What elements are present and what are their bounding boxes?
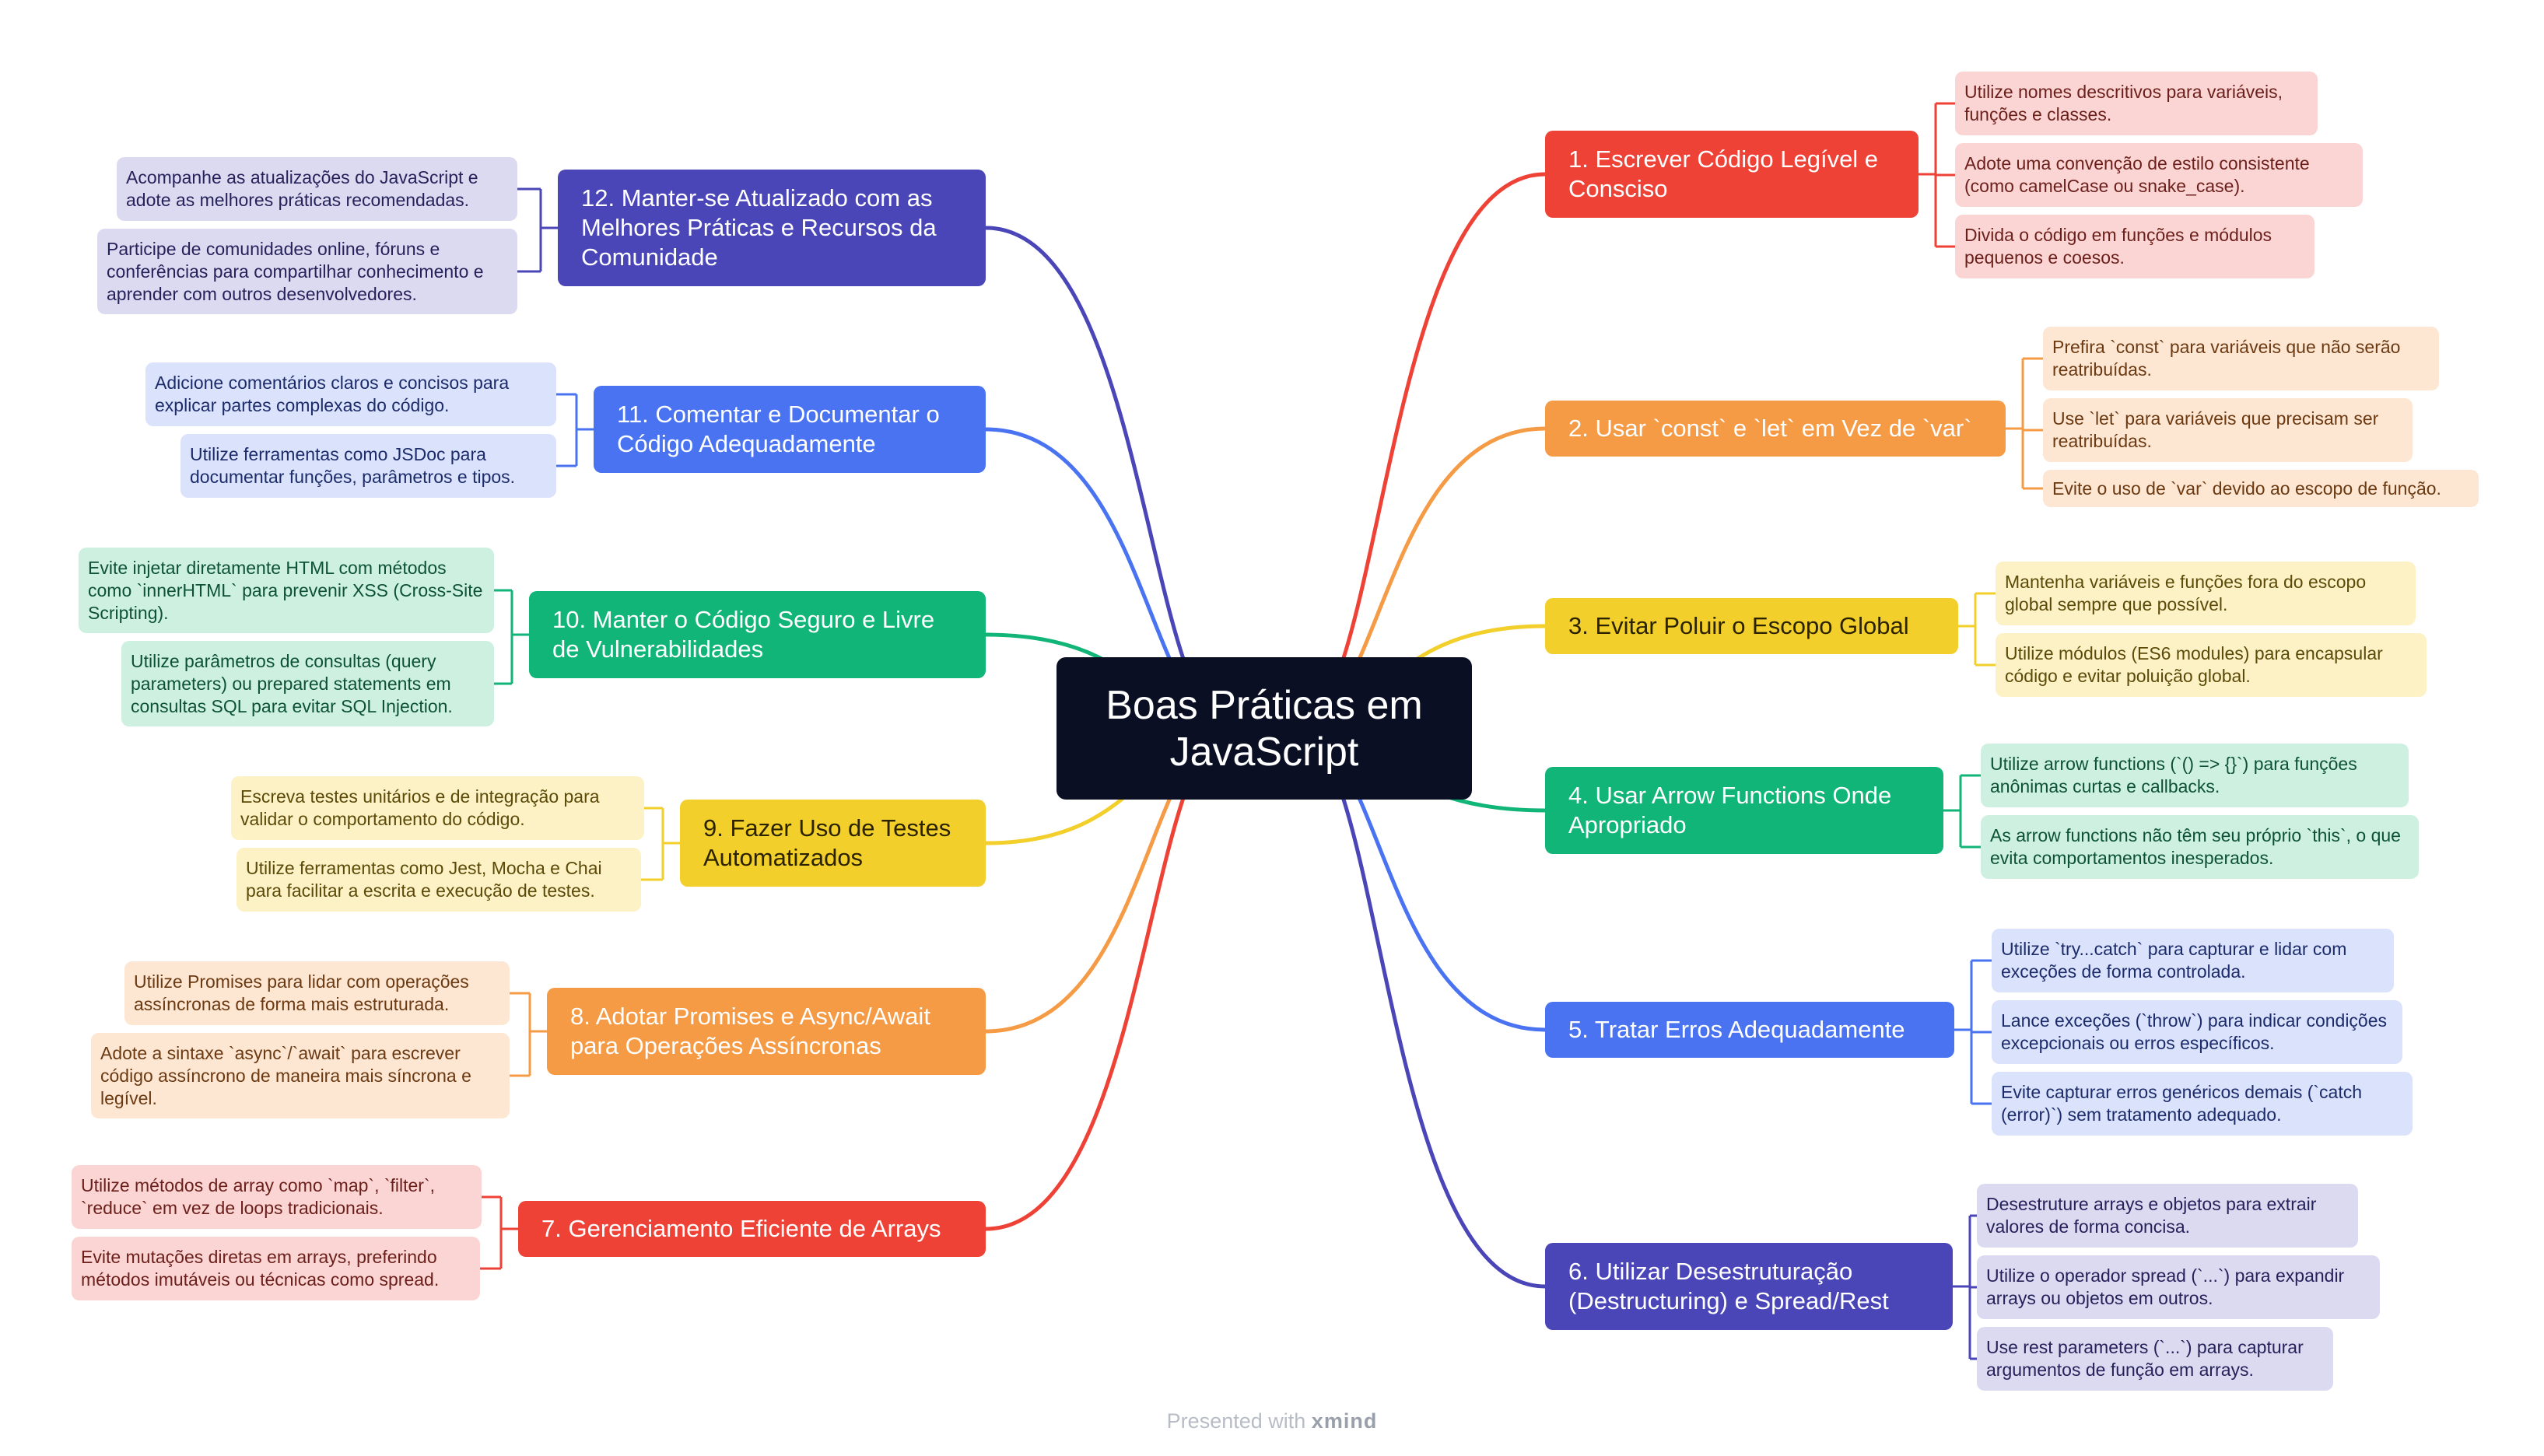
topic-5[interactable]: 5. Tratar Erros Adequadamente xyxy=(1545,1002,1954,1058)
central-topic[interactable]: Boas Práticas em JavaScript xyxy=(1056,657,1472,800)
subtopic-5-2[interactable]: Lance exceções (`throw`) para indicar co… xyxy=(1992,1000,2402,1064)
subtopic-5-1[interactable]: Utilize `try...catch` para capturar e li… xyxy=(1992,929,2394,992)
topic-3[interactable]: 3. Evitar Poluir o Escopo Global xyxy=(1545,598,1958,654)
connector-b12 xyxy=(983,226,1235,730)
subtopic-7-1[interactable]: Utilize métodos de array como `map`, `fi… xyxy=(72,1165,482,1229)
subtopic-4-1[interactable]: Utilize arrow functions (`() => {}`) par… xyxy=(1981,744,2409,807)
subtopic-6-2[interactable]: Utilize o operador spread (`...`) para e… xyxy=(1977,1255,2380,1319)
subtopic-1-3[interactable]: Divida o código em funções e módulos peq… xyxy=(1955,215,2314,278)
subtopic-2-3[interactable]: Evite o uso de `var` devido ao escopo de… xyxy=(2043,470,2479,507)
topic-4[interactable]: 4. Usar Arrow Functions Onde Apropriado xyxy=(1545,767,1943,854)
connector-b6 xyxy=(1293,726,1547,1289)
subtopic-3-2[interactable]: Utilize módulos (ES6 modules) para encap… xyxy=(1996,633,2427,697)
topic-2[interactable]: 2. Usar `const` e `let` em Vez de `var` xyxy=(1545,401,2006,457)
subtopic-1-2[interactable]: Adote uma convenção de estilo consistent… xyxy=(1955,143,2363,207)
xmind-logo: xmind xyxy=(1311,1409,1378,1433)
subtopic-8-1[interactable]: Utilize Promises para lidar com operaçõe… xyxy=(124,961,510,1025)
subtopic-9-1[interactable]: Escreva testes unitários e de integração… xyxy=(231,776,644,840)
subtopic-12-2[interactable]: Participe de comunidades online, fóruns … xyxy=(97,229,517,314)
subtopic-2-1[interactable]: Prefira `const` para variáveis que não s… xyxy=(2043,327,2439,390)
subtopic-10-1[interactable]: Evite injetar diretamente HTML com métod… xyxy=(79,548,494,633)
subtopic-2-2[interactable]: Use `let` para variáveis que precisam se… xyxy=(2043,398,2413,462)
subtopic-12-1[interactable]: Acompanhe as atualizações do JavaScript … xyxy=(117,157,517,221)
subtopic-10-2[interactable]: Utilize parâmetros de consultas (query p… xyxy=(121,641,494,726)
footer-credit: Presented with xmind xyxy=(0,1409,2544,1433)
subtopic-6-3[interactable]: Use rest parameters (`...`) para captura… xyxy=(1977,1327,2333,1391)
topic-10[interactable]: 10. Manter o Código Seguro e Livre de Vu… xyxy=(529,591,986,678)
topic-9[interactable]: 9. Fazer Uso de Testes Automatizados xyxy=(680,800,986,887)
connector-b1 xyxy=(1293,172,1547,730)
subtopic-6-1[interactable]: Desestruture arrays e objetos para extra… xyxy=(1977,1184,2358,1248)
subtopic-9-2[interactable]: Utilize ferramentas como Jest, Mocha e C… xyxy=(237,848,641,912)
connector-b7 xyxy=(983,726,1235,1231)
subtopic-8-2[interactable]: Adote a sintaxe `async`/`await` para esc… xyxy=(91,1033,510,1118)
subtopic-3-1[interactable]: Mantenha variáveis e funções fora do esc… xyxy=(1996,562,2416,625)
subtopic-1-1[interactable]: Utilize nomes descritivos para variáveis… xyxy=(1955,72,2318,135)
subtopic-11-2[interactable]: Utilize ferramentas como JSDoc para docu… xyxy=(180,434,556,498)
subtopic-4-2[interactable]: As arrow functions não têm seu próprio `… xyxy=(1981,815,2419,879)
footer-prefix: Presented with xyxy=(1166,1409,1306,1433)
subtopic-11-1[interactable]: Adicione comentários claros e concisos p… xyxy=(145,362,556,426)
subtopic-7-2[interactable]: Evite mutações diretas em arrays, prefer… xyxy=(72,1237,480,1300)
topic-8[interactable]: 8. Adotar Promises e Async/Await para Op… xyxy=(547,988,986,1075)
topic-6[interactable]: 6. Utilizar Desestruturação (Destructuri… xyxy=(1545,1243,1953,1330)
topic-7[interactable]: 7. Gerenciamento Eficiente de Arrays xyxy=(518,1201,986,1257)
topic-12[interactable]: 12. Manter-se Atualizado com as Melhores… xyxy=(558,170,986,286)
subtopic-5-3[interactable]: Evite capturar erros genéricos demais (`… xyxy=(1992,1072,2413,1136)
topic-11[interactable]: 11. Comentar e Documentar o Código Adequ… xyxy=(594,386,986,473)
topic-1[interactable]: 1. Escrever Código Legível e Consciso xyxy=(1545,131,1919,218)
